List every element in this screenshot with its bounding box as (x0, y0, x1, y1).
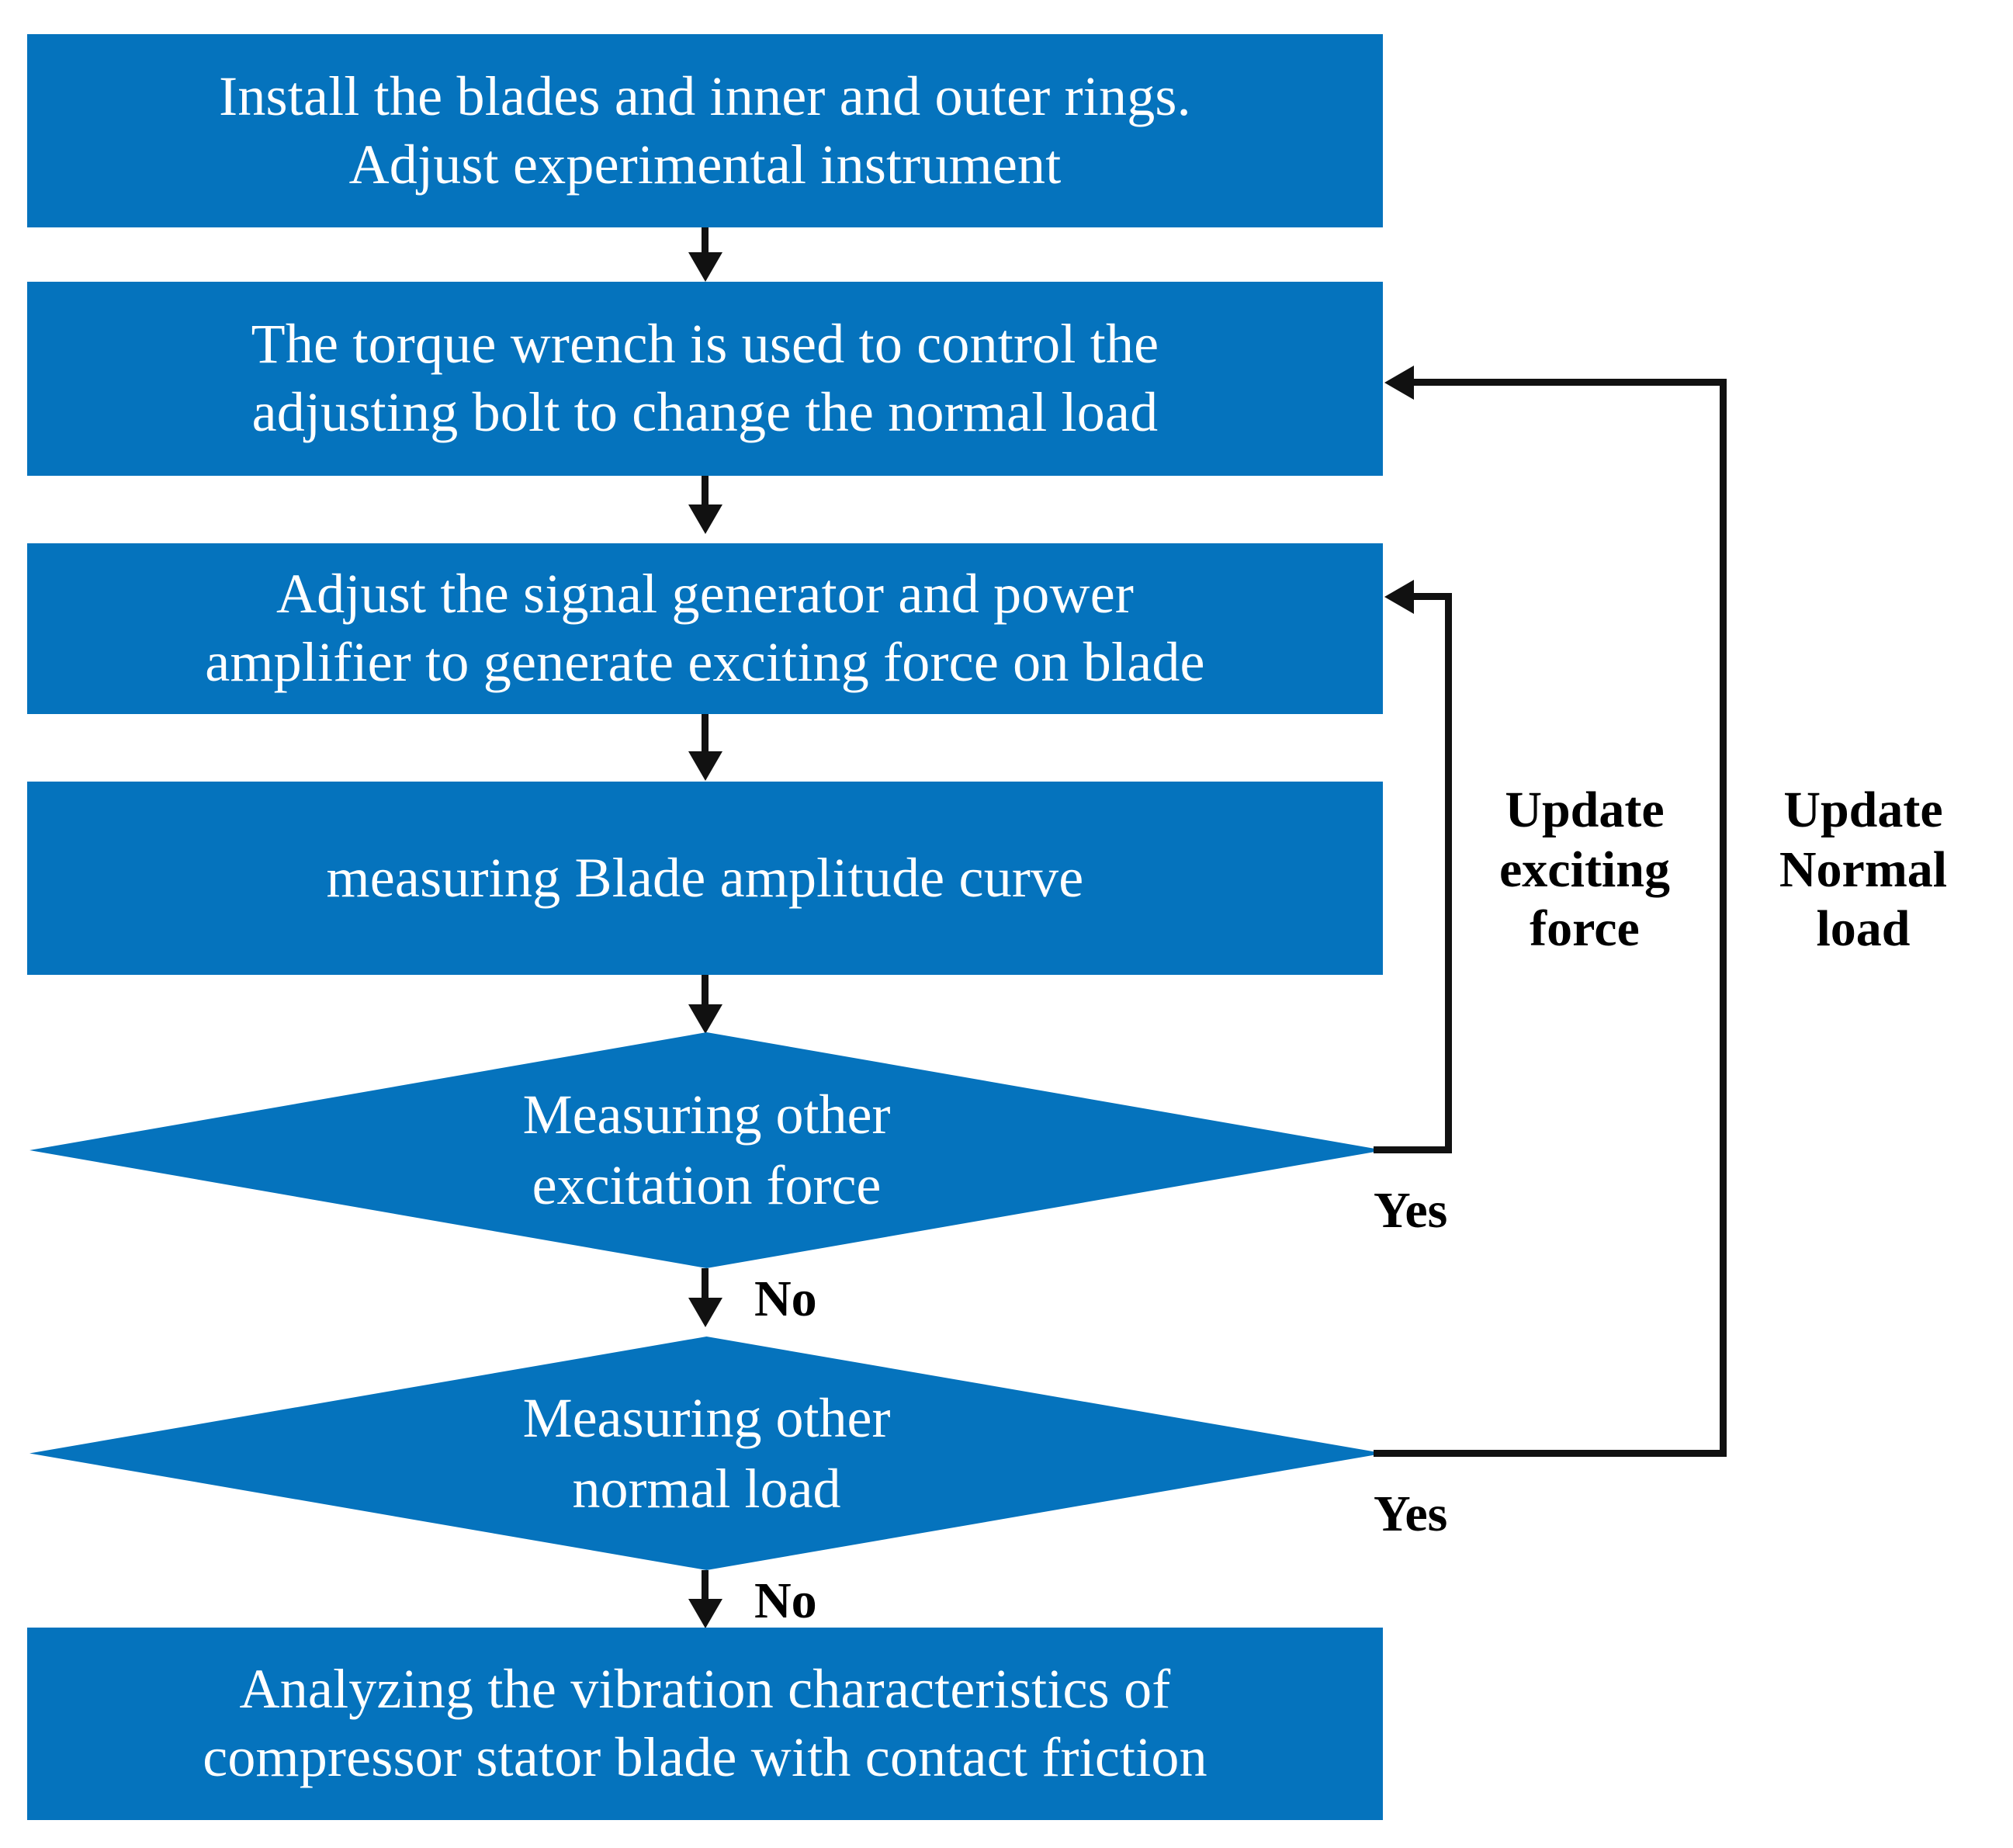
connector-yes-load-horizontal (1374, 1450, 1727, 1457)
edge-label-yes-load: Yes (1374, 1486, 1448, 1542)
connector-yes-load-return-horizontal (1412, 379, 1727, 386)
process-node-signal-generator: Adjust the signal generator and power am… (27, 543, 1383, 714)
process-node-torque-wrench-line-2: adjusting bolt to change the normal load (251, 381, 1159, 443)
arrowhead-no-force-branch (688, 1298, 722, 1327)
edge-label-update-exciting-force: Update exciting force (1499, 782, 1670, 958)
connector-yes-load-vertical (1720, 379, 1727, 1454)
connector-install-to-torque (702, 227, 709, 262)
arrowhead-yes-load-into-torque (1384, 366, 1414, 400)
connector-no-force-branch (702, 1268, 709, 1305)
process-node-signal-generator-line-1: Adjust the signal generator and power (275, 563, 1135, 626)
process-node-analyze-vibration: Analyzing the vibration characteristics … (27, 1628, 1383, 1820)
connector-yes-force-horizontal (1374, 1146, 1452, 1153)
connector-yes-force-return-horizontal (1412, 593, 1452, 600)
arrowhead-measure-to-decision-force (688, 1004, 722, 1034)
decision-node-normal-load-shape (29, 1337, 1384, 1570)
arrowhead-yes-force-into-signal (1384, 580, 1414, 614)
decision-node-excitation-force-shape (29, 1032, 1384, 1268)
arrowhead-install-to-torque (688, 252, 722, 282)
process-node-measure-amplitude: measuring Blade amplitude curve (27, 782, 1383, 975)
process-node-torque-wrench-line-1: The torque wrench is used to control the (251, 313, 1159, 376)
decision-node-normal-load: Measuring other normal load (29, 1337, 1384, 1570)
connector-measure-to-decision-force (702, 975, 709, 1011)
process-node-torque-wrench: The torque wrench is used to control the… (27, 282, 1383, 476)
connector-yes-force-vertical (1445, 593, 1452, 1149)
edge-label-yes-force: Yes (1374, 1182, 1448, 1239)
process-node-analyze-vibration-line-1: Analyzing the vibration characteristics … (239, 1658, 1171, 1721)
edge-label-update-normal-load: Update Normal load (1779, 782, 1948, 958)
process-node-analyze-vibration-line-2: compressor stator blade with contact fri… (203, 1726, 1207, 1788)
arrowhead-signal-to-measure (688, 751, 722, 781)
edge-label-no-force: No (754, 1271, 817, 1327)
arrowhead-torque-to-signal (688, 504, 722, 534)
connector-no-load-branch (702, 1570, 709, 1607)
process-node-install: Install the blades and inner and outer r… (27, 34, 1383, 227)
connector-torque-to-signal (702, 476, 709, 515)
arrowhead-no-load-branch (688, 1599, 722, 1628)
process-node-install-line-2: Adjust experimental instrument (348, 133, 1062, 196)
process-node-install-line-1: Install the blades and inner and outer r… (219, 64, 1191, 127)
edge-label-no-load: No (754, 1572, 817, 1629)
decision-node-excitation-force: Measuring other excitation force (29, 1032, 1384, 1268)
process-node-measure-amplitude-line-1: measuring Blade amplitude curve (326, 846, 1084, 909)
connector-signal-to-measure (702, 714, 709, 758)
process-node-signal-generator-line-2: amplifier to generate exciting force on … (205, 631, 1205, 693)
